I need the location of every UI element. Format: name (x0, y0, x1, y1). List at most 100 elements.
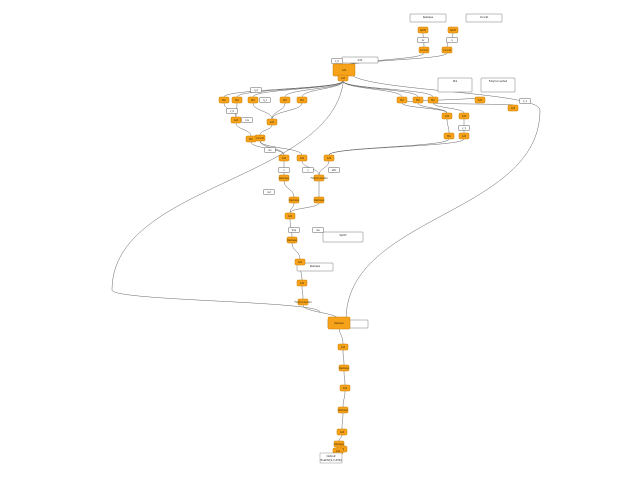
edge-42 (301, 285, 304, 300)
op-node[interactable]: Mul (279, 96, 291, 104)
tensor-node[interactable]: v_0 (226, 108, 238, 114)
tensor-node[interactable]: q_0 (250, 87, 262, 93)
svg-text:Mul: Mul (235, 99, 239, 102)
svg-text:Mul: Mul (447, 135, 451, 138)
op-node[interactable]: Concat (418, 46, 430, 54)
info-block[interactable]: Reshape (409, 13, 447, 23)
svg-text:q: q (451, 39, 453, 42)
info-block[interactable]: Reshape (296, 262, 334, 272)
edge-side-left-return (111, 289, 321, 313)
tensor-node[interactable]: out (263, 189, 275, 195)
edge-29 (259, 140, 303, 156)
svg-text:Add: Add (358, 59, 363, 62)
op-node[interactable]: Mul (247, 96, 259, 104)
op-node[interactable]: Add (507, 104, 519, 112)
svg-text:Mul: Mul (251, 99, 255, 102)
tensor-node[interactable]: q_1 (259, 97, 271, 103)
op-node[interactable]: Add (230, 116, 242, 124)
op-node[interactable]: Concat (441, 46, 453, 54)
op-node[interactable]: Add (441, 112, 453, 120)
svg-text:Add: Add (478, 99, 483, 102)
op-node[interactable]: Add (294, 258, 306, 266)
svg-text:Reshape: Reshape (334, 322, 344, 325)
op-node[interactable]: SplitV (447, 26, 459, 34)
op-node[interactable]: Mul (427, 96, 439, 104)
op-node[interactable]: Add (278, 154, 290, 162)
tensor-node[interactable]: x (278, 167, 290, 173)
tensor-node[interactable]: q (446, 37, 458, 43)
svg-text:Add: Add (462, 135, 467, 138)
tensor-node[interactable]: k_1 (519, 98, 531, 104)
op-node[interactable]: Reshape (338, 364, 349, 372)
svg-text:FullyConnected: FullyConnected (295, 301, 312, 304)
op-node[interactable]: Add (323, 154, 335, 162)
op-node[interactable]: Add (339, 384, 351, 392)
op-node[interactable]: Reshape (313, 196, 324, 204)
tensor-node[interactable]: cos (241, 117, 253, 123)
op-node[interactable]: Add (336, 428, 348, 436)
svg-text:Add: Add (445, 115, 450, 118)
op-node[interactable]: FullyConnected (295, 298, 312, 306)
svg-text:Add: Add (342, 69, 347, 72)
info-block[interactable]: FullyConnected (480, 77, 516, 93)
tensor-node[interactable]: sin (264, 147, 276, 153)
edge-47 (342, 390, 346, 408)
op-node[interactable]: Mul (443, 132, 455, 140)
op-node[interactable]: Add (296, 279, 308, 287)
svg-text:q_1: q_1 (263, 99, 267, 102)
op-node[interactable]: Mul (245, 135, 257, 143)
graph-output-legend: Output float32[1,1,256] (319, 452, 343, 464)
edge-7 (252, 80, 344, 98)
tensor-node[interactable]: v_1 (458, 125, 470, 131)
svg-text:v_1: v_1 (462, 127, 466, 130)
info-block[interactable]: Mul (437, 77, 473, 93)
op-node[interactable]: Mul (218, 96, 230, 104)
op-node[interactable]: Add (337, 74, 349, 82)
op-node[interactable]: Add (284, 212, 296, 220)
edge-38 (289, 202, 320, 214)
svg-text:Reshape: Reshape (310, 265, 321, 268)
svg-text:Mul: Mul (249, 138, 253, 141)
op-node[interactable]: Add (332, 63, 356, 77)
tensor-node[interactable]: tmp (288, 227, 300, 233)
svg-text:kv: kv (422, 39, 425, 42)
svg-text:Add: Add (270, 121, 275, 124)
op-node[interactable]: FullyConnected (311, 174, 328, 182)
edge-6 (236, 80, 344, 98)
op-node[interactable]: Mul (296, 96, 308, 104)
op-node[interactable]: Reshape (327, 316, 351, 330)
op-node[interactable]: SplitV (417, 26, 429, 34)
tensor-node[interactable]: res (312, 227, 324, 233)
tensor-node[interactable]: k_0 (331, 58, 343, 64)
op-node[interactable]: Reshape (337, 406, 348, 414)
svg-text:Reshape: Reshape (287, 239, 297, 242)
svg-text:Mul: Mul (300, 99, 304, 102)
op-node[interactable]: Add (474, 96, 486, 104)
op-node[interactable]: Reshape (286, 236, 297, 244)
op-node[interactable]: Reshape (288, 196, 299, 204)
info-block[interactable]: Add (341, 56, 379, 64)
legend-subtitle: float32[1,1,256] (320, 458, 341, 462)
op-node[interactable]: Concat (254, 134, 266, 142)
op-node[interactable]: Add (266, 118, 278, 126)
op-node[interactable]: Mul (396, 96, 408, 104)
op-node[interactable]: Add (458, 132, 470, 140)
op-node[interactable]: Add (337, 343, 349, 351)
op-node[interactable]: Add (458, 112, 470, 120)
svg-text:FullyConnected: FullyConnected (489, 80, 508, 83)
edge-22 (432, 102, 514, 106)
tensor-node[interactable]: y (302, 167, 314, 173)
info-block[interactable]: Concat (465, 13, 503, 23)
op-node[interactable]: Reshape (278, 174, 289, 182)
svg-text:Add: Add (343, 387, 348, 390)
info-block[interactable]: SplitV (322, 231, 364, 243)
op-node[interactable]: Mul (412, 96, 424, 104)
svg-text:Mul: Mul (416, 99, 420, 102)
op-node[interactable]: Mul (231, 96, 243, 104)
op-node[interactable]: Add (296, 154, 308, 162)
edge-23 (235, 122, 252, 137)
tensor-node[interactable]: attn (328, 167, 340, 173)
tensor-node[interactable]: kv (417, 37, 429, 43)
